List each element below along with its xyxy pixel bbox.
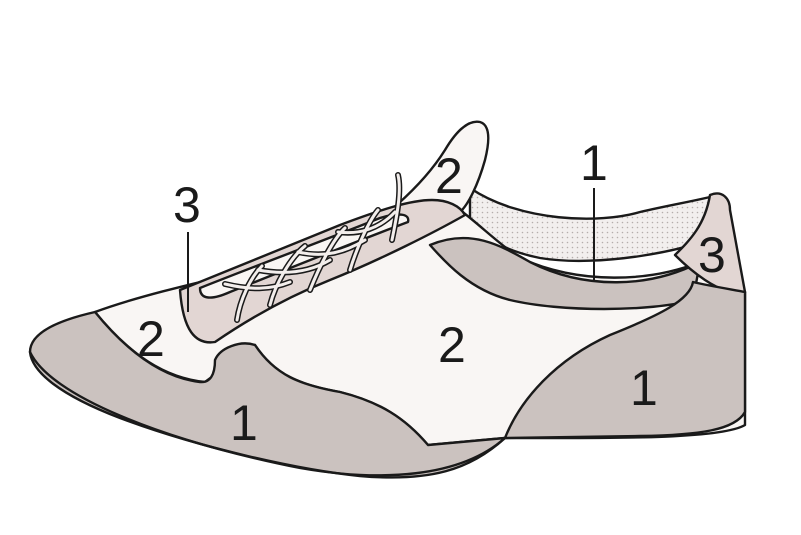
sole-line <box>28 350 507 477</box>
label-collar-lining: 1 <box>580 135 608 191</box>
heel-counter <box>503 280 747 440</box>
lace-cross-4-inner <box>336 210 397 235</box>
label-heel-tab: 3 <box>698 227 726 283</box>
collar-band <box>428 236 702 311</box>
label-tongue: 2 <box>435 148 463 204</box>
lace-5-inner <box>390 173 401 242</box>
label-vamp: 2 <box>137 311 165 367</box>
toe-cap <box>28 310 507 479</box>
label-heel-counter: 1 <box>630 360 658 416</box>
lace-cross-3-inner <box>296 238 367 256</box>
label-quarter: 2 <box>438 317 466 373</box>
laces-inner <box>223 173 401 322</box>
label-lace-facing: 3 <box>173 177 201 233</box>
lace-cross-1-inner <box>223 280 292 290</box>
lace-4-inner <box>348 208 380 272</box>
lace-cross-2-inner <box>256 258 332 274</box>
heel-tab <box>673 192 747 294</box>
label-toe-cap: 1 <box>230 395 258 451</box>
